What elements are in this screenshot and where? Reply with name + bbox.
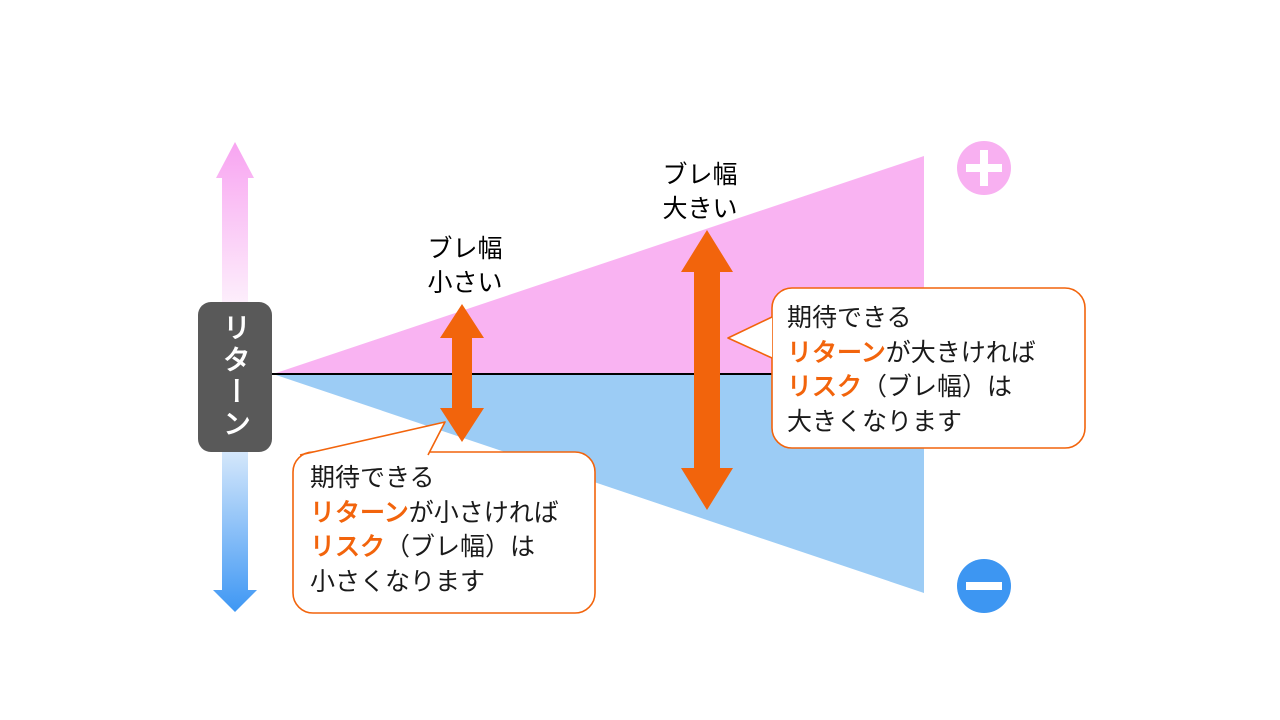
callout-left-line3-rest: （ブレ幅）は [385, 533, 536, 562]
callout-right-line4: 大きくなります [787, 407, 963, 436]
callout-left-line4: 小さくなります [310, 567, 486, 596]
callout-right-line3-em: リスク [787, 373, 863, 402]
callout-left-tail [299, 421, 446, 456]
pink-fan [273, 156, 924, 374]
return-axis-label: リターン [220, 313, 251, 441]
risk-arrow-large [681, 230, 733, 510]
return-down-arrow [213, 448, 257, 612]
callout-right-line2: リターンが大きければ [787, 336, 1036, 371]
callout-left-line3: リスク（ブレ幅）は [310, 530, 559, 565]
callout-right-line3-rest: （ブレ幅）は [862, 373, 1013, 402]
callout-right-line2-em: リターン [787, 338, 886, 367]
fluctuation-label-large-line2: 大きい [662, 195, 738, 223]
callout-right-line2-rest: が大きければ [885, 338, 1036, 367]
fluctuation-label-large-line1: ブレ幅 [662, 161, 738, 189]
risk-arrow-small [440, 304, 484, 442]
callout-left-line1: 期待できる [310, 464, 435, 492]
fluctuation-label-small-line1: ブレ幅 [427, 235, 503, 263]
fluctuation-label-large: ブレ幅 大きい [615, 158, 785, 226]
callout-left-line2-em: リターン [310, 498, 409, 527]
callout-left-line2-rest: が小さければ [408, 498, 559, 527]
callout-right-bubble [771, 287, 1086, 449]
callout-left-text: 期待できる リターンが小さければ リスク（ブレ幅）は 小さくなります [310, 461, 559, 599]
return-up-arrow [216, 142, 254, 308]
minus-icon [957, 559, 1011, 613]
return-axis-label-box [198, 302, 272, 452]
fluctuation-label-small: ブレ幅 小さい [380, 232, 550, 300]
fluctuation-label-small-line2: 小さい [427, 269, 503, 297]
callout-right-tail [727, 316, 773, 359]
callout-right-line1: 期待できる [787, 304, 912, 332]
callout-left-line3-em: リスク [310, 533, 386, 562]
callout-right-text: 期待できる リターンが大きければ リスク（ブレ幅）は 大きくなります [787, 301, 1036, 439]
plus-icon [957, 141, 1011, 195]
callout-left-line2: リターンが小さければ [310, 496, 559, 531]
callout-right-line3: リスク（ブレ幅）は [787, 370, 1036, 405]
callout-left-bubble [292, 451, 596, 614]
